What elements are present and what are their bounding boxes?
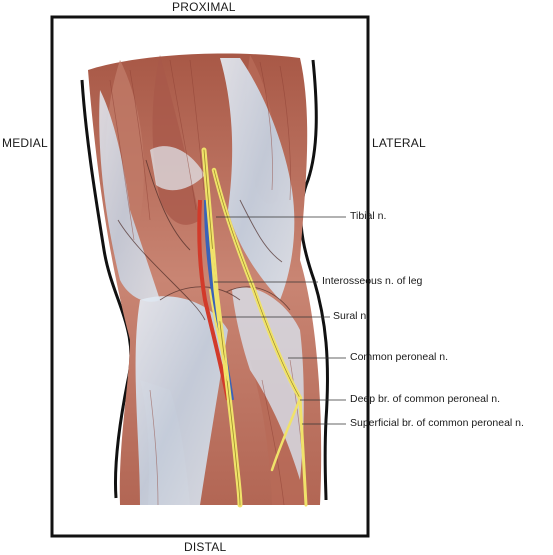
medial-leg-outline bbox=[80, 79, 133, 499]
callout-common-peroneal-nerve: Common peroneal n. bbox=[350, 351, 449, 363]
callout-tibial-nerve: Tibial n. bbox=[350, 210, 387, 222]
lateral-leg-outline bbox=[299, 59, 329, 501]
distal-label: DISTAL bbox=[184, 540, 227, 554]
callout-sural-nerve: Sural n. bbox=[333, 310, 370, 322]
figure-frame bbox=[50, 15, 370, 538]
medial-label: MEDIAL bbox=[2, 136, 48, 150]
lateral-label: LATERAL bbox=[372, 136, 426, 150]
deep-branch-nerve bbox=[270, 396, 302, 472]
nerves bbox=[201, 147, 308, 508]
leader-lines bbox=[214, 216, 346, 425]
muscle-outlines bbox=[117, 159, 291, 321]
superficial-branch-nerve bbox=[298, 396, 308, 507]
callout-deep-branch: Deep br. of common peroneal n. bbox=[350, 393, 501, 405]
sural-nerve bbox=[209, 289, 229, 381]
proximal-label: PROXIMAL bbox=[172, 0, 236, 14]
callout-interosseous-nerve: Interosseous n. of leg bbox=[322, 275, 423, 287]
interosseous-nerve bbox=[210, 248, 222, 322]
popliteal-artery bbox=[197, 199, 230, 401]
callout-superficial-branch: Superficial br. of common peroneal n. bbox=[350, 417, 524, 429]
